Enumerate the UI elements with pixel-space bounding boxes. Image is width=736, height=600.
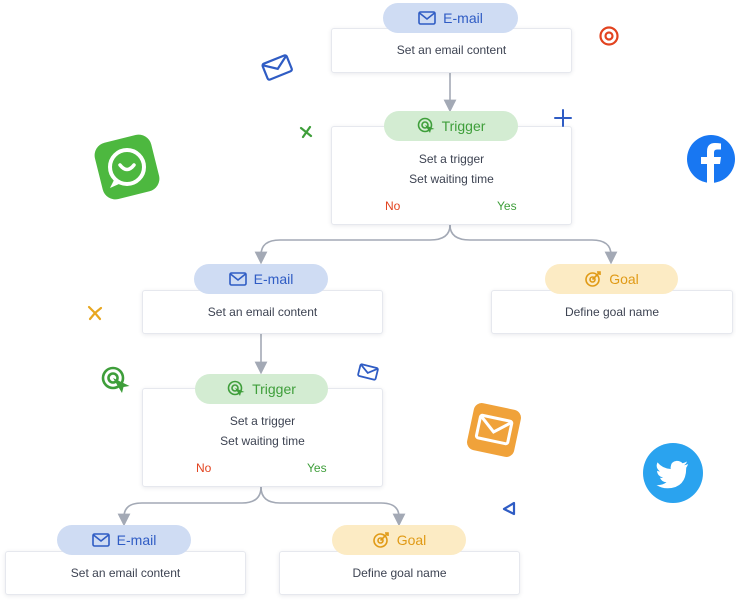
email-node-label: E-mail xyxy=(443,10,483,26)
envelope-icon xyxy=(228,272,247,286)
connector-trigger1-no xyxy=(254,224,451,265)
email-node-content: Set an email content xyxy=(70,566,181,580)
trigger-yes-branch[interactable]: Yes xyxy=(497,199,517,213)
x-sparkle-icon xyxy=(298,124,314,145)
goal-node-card[interactable]: Define goal name xyxy=(279,551,520,595)
email-node-label: E-mail xyxy=(253,271,294,287)
trigger-no-branch[interactable]: No xyxy=(196,461,212,475)
goal-node-content: Define goal name xyxy=(352,566,447,580)
envelope-icon xyxy=(91,533,110,547)
trigger-node-header[interactable]: Trigger xyxy=(384,111,518,141)
trigger-node-line1: Set a trigger xyxy=(229,414,296,428)
email-node-card[interactable]: Set an email content xyxy=(331,28,572,73)
trigger-node-line1: Set a trigger xyxy=(418,152,485,166)
email-node-header[interactable]: E-mail xyxy=(57,525,191,555)
target-cursor-icon xyxy=(100,365,132,402)
target-cursor-icon xyxy=(417,117,435,135)
trigger-node-card[interactable]: Set a trigger Set waiting time No Yes xyxy=(142,388,383,487)
email-node-card[interactable]: Set an email content xyxy=(142,290,383,334)
email-node-header[interactable]: E-mail xyxy=(383,3,518,33)
goal-node-content: Define goal name xyxy=(564,305,660,319)
envelope-icon xyxy=(418,11,436,25)
envelope-icon xyxy=(260,53,294,86)
connector-trigger2-yes xyxy=(260,486,406,527)
mail-envelope-icon xyxy=(466,402,522,463)
email-node-content: Set an email content xyxy=(207,305,318,319)
email-node-header[interactable]: E-mail xyxy=(194,264,328,294)
trigger-node-card[interactable]: Set a trigger Set waiting time No Yes xyxy=(331,126,572,225)
envelope-icon xyxy=(356,362,380,387)
trigger-no-branch[interactable]: No xyxy=(385,199,401,213)
twitter-icon xyxy=(642,442,704,509)
trigger-node-line2: Set waiting time xyxy=(220,434,305,448)
goal-node-header[interactable]: Goal xyxy=(332,525,466,555)
facebook-icon xyxy=(686,134,736,189)
connector-trigger2-no xyxy=(117,486,262,527)
goal-node-label: Goal xyxy=(609,271,639,287)
goal-target-icon xyxy=(584,270,602,288)
goal-node-header[interactable]: Goal xyxy=(545,264,678,294)
goal-node-card[interactable]: Define goal name xyxy=(491,290,733,334)
spark-sparkle-icon xyxy=(84,302,106,329)
trigger-yes-branch[interactable]: Yes xyxy=(307,461,327,475)
goal-node-label: Goal xyxy=(396,532,427,548)
trigger-node-line2: Set waiting time xyxy=(409,172,494,186)
trigger-node-header[interactable]: Trigger xyxy=(195,374,328,404)
goal-target-icon xyxy=(372,531,390,549)
triangle-icon xyxy=(500,500,518,523)
email-node-content: Set an email content xyxy=(396,43,507,57)
email-node-label: E-mail xyxy=(116,532,157,548)
email-node-card[interactable]: Set an email content xyxy=(5,551,246,595)
plus-sparkle-icon xyxy=(553,108,573,133)
trigger-node-label: Trigger xyxy=(252,381,296,397)
target-icon xyxy=(598,25,620,52)
trigger-node-label: Trigger xyxy=(441,118,486,134)
target-cursor-icon xyxy=(227,380,245,398)
whatsapp-icon xyxy=(92,134,164,207)
connector-trigger1-yes xyxy=(449,224,618,265)
